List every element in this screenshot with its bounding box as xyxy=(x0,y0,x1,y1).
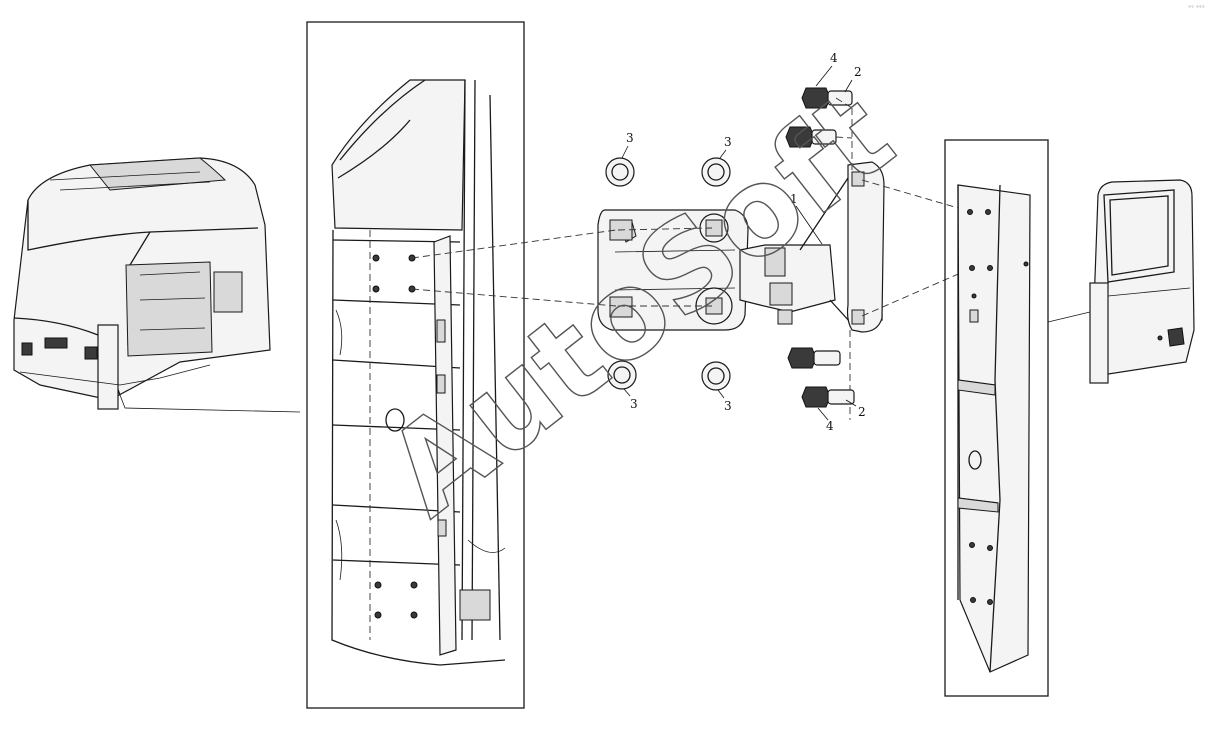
callout-1: 1 xyxy=(790,192,798,206)
truck-cab-illustration xyxy=(13,157,301,413)
callout-labels: 1 2 2 3 3 3 3 4 4 xyxy=(621,51,866,433)
corner-mark: °° °°° xyxy=(1188,5,1205,12)
door-illustration xyxy=(1089,179,1195,384)
callout-3-bottom-right: 3 xyxy=(724,399,732,413)
bolt-bottom-1 xyxy=(787,347,841,369)
a-pillar-detail-panel xyxy=(306,21,525,709)
bolt-bottom-2 xyxy=(801,386,855,408)
callout-3-top-left: 3 xyxy=(626,131,634,145)
callout-2-top: 2 xyxy=(854,65,862,79)
door-edge-detail-panel xyxy=(944,139,1049,697)
callout-3-bottom-left: 3 xyxy=(630,397,638,411)
bolt-top-2 xyxy=(785,126,837,148)
alignment-lines xyxy=(411,97,973,317)
callout-2-bottom: 2 xyxy=(858,405,866,419)
callout-4-bottom: 4 xyxy=(826,419,834,433)
callout-4-top: 4 xyxy=(830,51,838,65)
door-connector-line xyxy=(1047,311,1091,323)
callout-3-top-right: 3 xyxy=(724,135,732,149)
hinge-assembly xyxy=(597,87,885,420)
bolt-top-1 xyxy=(801,87,853,109)
